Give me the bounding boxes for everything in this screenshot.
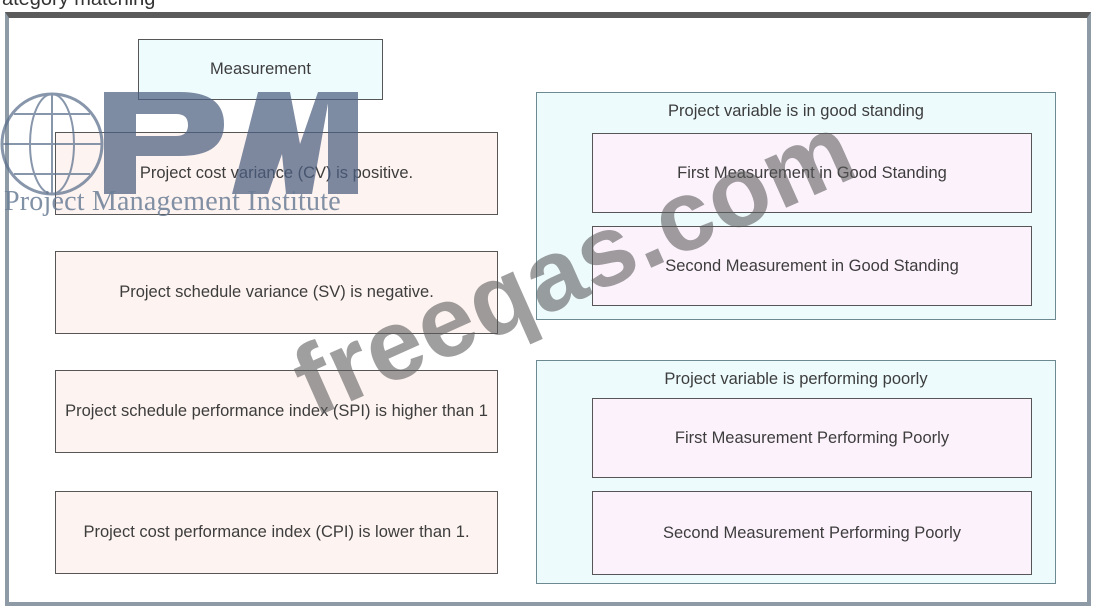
measurement-item-label: Project cost performance index (CPI) is … xyxy=(83,523,470,542)
top-cut-text: ategory matching xyxy=(0,0,1100,14)
performing-poorly-slot-1[interactable]: First Measurement Performing Poorly xyxy=(592,398,1032,478)
slot-label: Second Measurement in Good Standing xyxy=(665,256,959,275)
measurement-item-label: Project schedule performance index (SPI)… xyxy=(65,402,488,421)
top-cut-label: ategory matching xyxy=(2,0,155,11)
measurement-item-cpi[interactable]: Project cost performance index (CPI) is … xyxy=(55,491,498,574)
measurement-item-cv[interactable]: Project cost variance (CV) is positive. xyxy=(55,132,498,215)
slot-label: First Measurement in Good Standing xyxy=(677,163,947,182)
measurement-item-spi[interactable]: Project schedule performance index (SPI)… xyxy=(55,370,498,453)
slot-label: Second Measurement Performing Poorly xyxy=(662,523,962,542)
measurement-header-label: Measurement xyxy=(210,60,311,79)
good-standing-slot-2[interactable]: Second Measurement in Good Standing xyxy=(592,226,1032,306)
good-standing-slot-1[interactable]: First Measurement in Good Standing xyxy=(592,133,1032,213)
measurement-item-sv[interactable]: Project schedule variance (SV) is negati… xyxy=(55,251,498,334)
measurement-header: Measurement xyxy=(138,39,383,100)
measurement-item-label: Project schedule variance (SV) is negati… xyxy=(119,283,434,302)
measurement-item-label: Project cost variance (CV) is positive. xyxy=(139,164,414,183)
slot-label: First Measurement Performing Poorly xyxy=(674,428,950,447)
performing-poorly-title: Project variable is performing poorly xyxy=(664,370,928,388)
performing-poorly-slot-2[interactable]: Second Measurement Performing Poorly xyxy=(592,491,1032,575)
good-standing-title: Project variable is in good standing xyxy=(668,102,924,120)
